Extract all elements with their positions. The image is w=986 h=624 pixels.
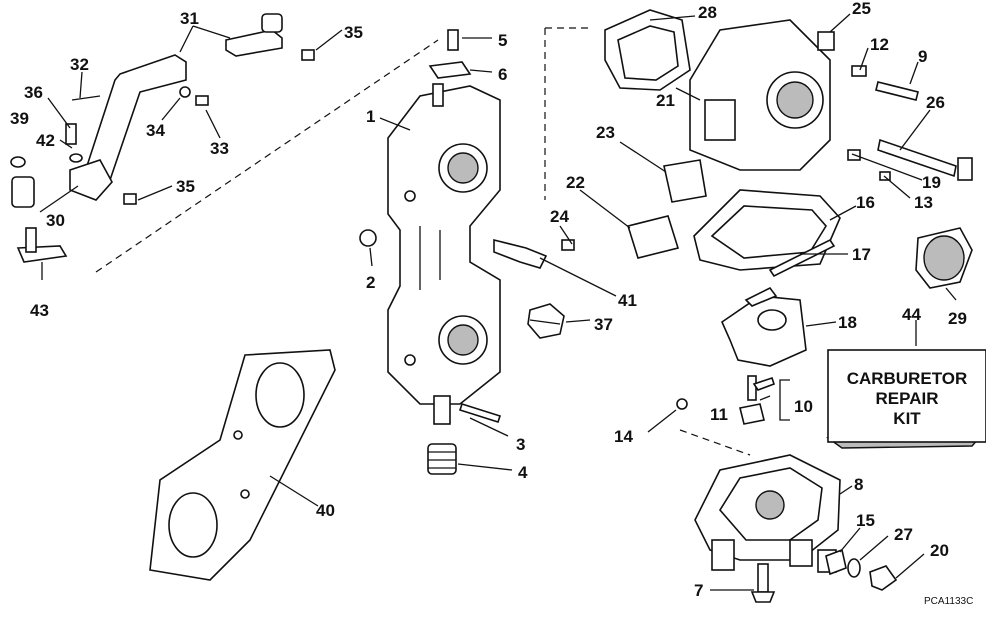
label-15: 15 (856, 511, 875, 530)
label-44: 44 (902, 305, 921, 324)
label-28: 28 (698, 3, 717, 22)
label-19: 19 (922, 173, 941, 192)
label-21: 21 (656, 91, 675, 110)
label-30: 30 (46, 211, 65, 230)
needle-and-seat (676, 375, 776, 425)
carburetor-body (387, 83, 501, 425)
kit-text-line1: CARBURETOR (847, 369, 968, 388)
label-41: 41 (618, 291, 637, 310)
throttle-linkage (10, 13, 283, 263)
float-chamber-gaskets (626, 159, 973, 289)
label-33: 33 (210, 139, 229, 158)
label-35-top: 35 (344, 23, 363, 42)
float-bowl (694, 454, 898, 603)
intake-gasket (149, 349, 336, 581)
label-17: 17 (852, 245, 871, 264)
label-18: 18 (838, 313, 857, 332)
leader-lines (39, 13, 957, 591)
drawing-code: PCA1133C (924, 596, 973, 607)
label-31: 31 (180, 9, 199, 28)
label-42: 42 (36, 131, 55, 150)
label-26: 26 (926, 93, 945, 112)
label-12: 12 (870, 35, 889, 54)
carburetor-repair-kit-box (825, 349, 986, 449)
label-5: 5 (498, 31, 507, 50)
label-34: 34 (146, 121, 165, 140)
label-22: 22 (566, 173, 585, 192)
label-29: 29 (948, 309, 967, 328)
kit-text-line3: KIT (893, 409, 921, 428)
label-7: 7 (694, 581, 703, 600)
label-16: 16 (856, 193, 875, 212)
label-37: 37 (594, 315, 613, 334)
label-20: 20 (930, 541, 949, 560)
label-8: 8 (854, 475, 863, 494)
label-13: 13 (914, 193, 933, 212)
label-10: 10 (794, 397, 813, 416)
dashed-reference-lines (95, 27, 751, 456)
label-27: 27 (894, 525, 913, 544)
label-43: 43 (30, 301, 49, 320)
kit-text-line2: REPAIR (876, 389, 939, 408)
label-3: 3 (516, 435, 525, 454)
label-32: 32 (70, 55, 89, 74)
label-6: 6 (498, 65, 507, 84)
label-39: 39 (10, 109, 29, 128)
small-fasteners (123, 29, 472, 247)
label-23: 23 (596, 123, 615, 142)
label-24: 24 (550, 207, 569, 226)
label-14: 14 (614, 427, 633, 446)
label-1: 1 (366, 107, 375, 126)
body-parts (427, 238, 575, 475)
label-40: 40 (316, 501, 335, 520)
label-4: 4 (518, 463, 528, 482)
label-35-bottom: 35 (176, 177, 195, 196)
label-36: 36 (24, 83, 43, 102)
label-2: 2 (366, 273, 375, 292)
upper-right-assembly (604, 9, 973, 181)
label-25: 25 (852, 0, 871, 18)
float (720, 286, 807, 367)
label-9: 9 (918, 47, 927, 66)
label-11: 11 (710, 405, 728, 424)
